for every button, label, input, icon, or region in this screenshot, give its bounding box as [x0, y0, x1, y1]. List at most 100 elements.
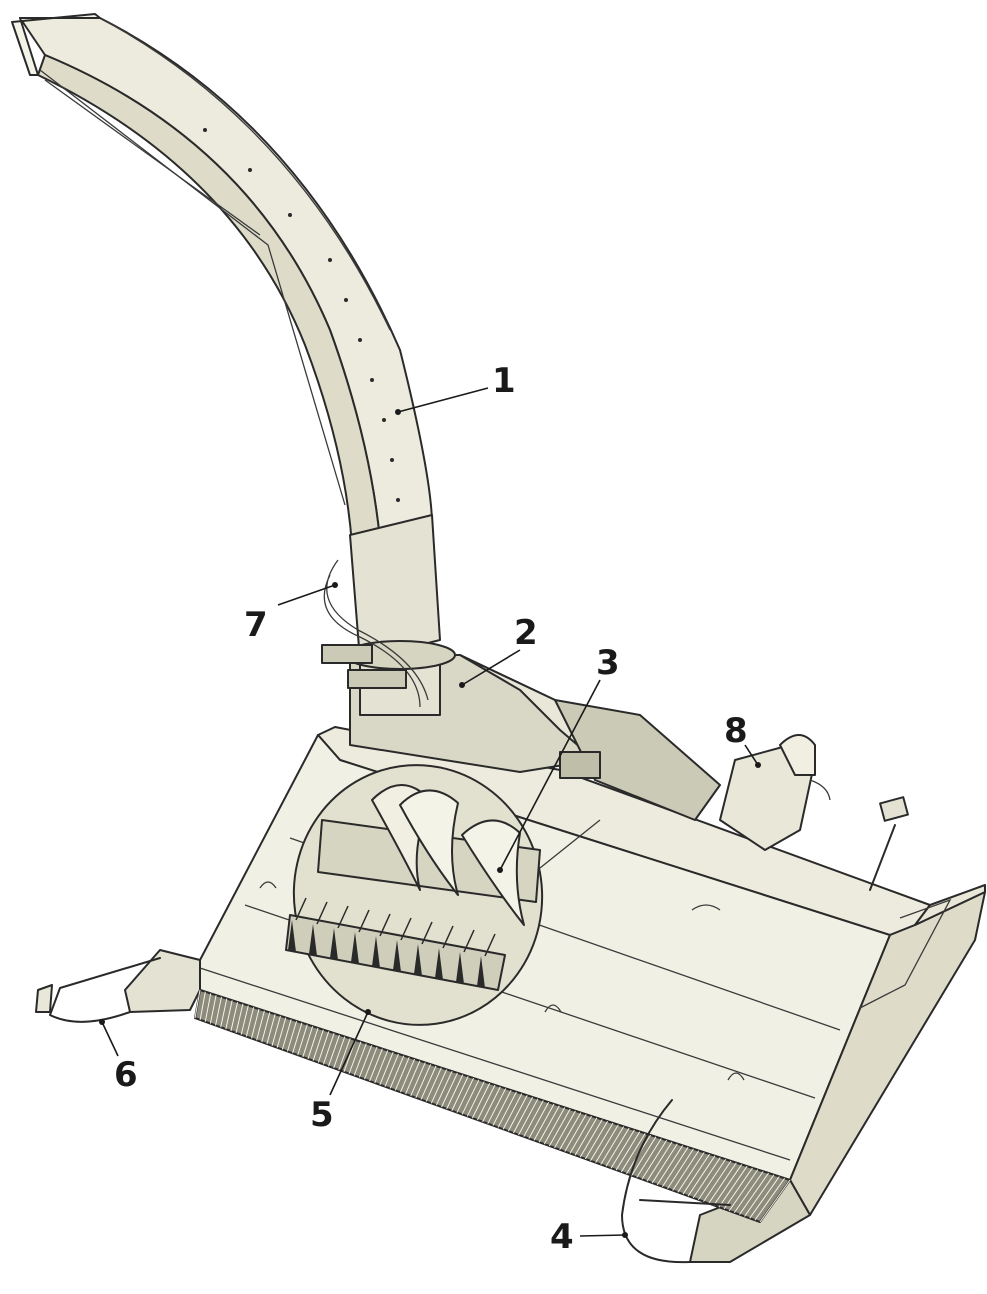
- rivet: [288, 213, 292, 217]
- comb-tooth: [620, 1133, 646, 1173]
- rotor-knife: [477, 956, 485, 988]
- comb-tooth: [590, 1122, 614, 1162]
- callout-6: 6: [114, 1055, 138, 1095]
- comb-tooth: [656, 1145, 684, 1186]
- cutaway-view: [285, 764, 544, 1026]
- comb-tooth: [446, 1074, 464, 1110]
- comb-tooth: [430, 1069, 448, 1104]
- comb-tooth: [492, 1089, 512, 1126]
- comb-tooth: [410, 1062, 426, 1097]
- comb-tooth: [477, 1084, 496, 1121]
- rotor-knife: [309, 924, 317, 956]
- comb-tooth: [728, 1169, 759, 1212]
- comb-tooth: [456, 1077, 474, 1113]
- comb-tooth: [579, 1119, 603, 1158]
- rivet: [248, 168, 252, 172]
- rotor-knife-blade: [295, 897, 307, 921]
- comb-tooth: [759, 1179, 791, 1223]
- comb-tooth: [538, 1105, 560, 1143]
- comb-tooth: [297, 1024, 308, 1056]
- comb-tooth: [225, 1000, 233, 1030]
- comb-tooth: [631, 1136, 657, 1176]
- comb-tooth: [399, 1058, 416, 1093]
- comb-tooth: [646, 1141, 673, 1182]
- comb-tooth: [682, 1153, 710, 1195]
- comb-tooth: [600, 1126, 625, 1165]
- rotor-knife: [372, 936, 380, 968]
- comb-tooth: [261, 1012, 271, 1043]
- rotor-knife-blade: [358, 909, 370, 933]
- comb-tooth: [482, 1086, 501, 1123]
- comb-tooth: [754, 1177, 786, 1221]
- rivet: [344, 298, 348, 302]
- comb-tooth: [615, 1131, 641, 1171]
- callout-3: 3: [596, 643, 620, 683]
- comb-tooth: [703, 1160, 732, 1202]
- callout-7: 7: [244, 605, 268, 645]
- rotor-knife: [414, 944, 422, 976]
- rotor-knives: [288, 897, 496, 988]
- comb-tooth: [502, 1093, 523, 1130]
- comb-tooth: [559, 1112, 582, 1150]
- comb-tooth: [610, 1129, 635, 1169]
- comb-tooth: [718, 1165, 748, 1208]
- comb-tooth: [194, 989, 201, 1019]
- comb-tooth: [466, 1081, 485, 1117]
- comb-tooth: [240, 1005, 249, 1035]
- comb-tooth: [425, 1067, 442, 1102]
- comb-tooth: [554, 1110, 576, 1149]
- comb-tooth: [461, 1079, 480, 1115]
- knife-comb-lines: [194, 989, 791, 1223]
- comb-tooth: [677, 1152, 705, 1193]
- comb-tooth: [328, 1034, 340, 1067]
- comb-tooth: [215, 996, 222, 1026]
- discharge-base: [349, 654, 721, 821]
- rotor-knife: [456, 952, 464, 984]
- comb-tooth: [292, 1022, 303, 1054]
- rotor-knife-blade: [463, 929, 475, 953]
- comb-tooth: [692, 1157, 721, 1199]
- comb-tooth: [574, 1117, 598, 1156]
- lift-handles: [35, 796, 909, 1264]
- comb-tooth: [384, 1053, 399, 1087]
- comb-tooth: [518, 1098, 539, 1136]
- comb-tooth: [379, 1051, 394, 1085]
- comb-tooth: [523, 1100, 544, 1137]
- comb-tooth: [451, 1076, 469, 1111]
- comb-tooth: [487, 1088, 507, 1124]
- comb-tooth: [513, 1096, 533, 1134]
- comb-tooth: [394, 1057, 410, 1091]
- comb-tooth: [302, 1026, 314, 1058]
- comb-tooth: [230, 1001, 239, 1032]
- comb-tooth: [220, 998, 228, 1028]
- comb-tooth: [405, 1060, 421, 1095]
- callout-2: 2: [514, 613, 538, 653]
- rotor-knife-blade: [484, 933, 496, 957]
- comb-tooth: [435, 1070, 453, 1106]
- comb-tooth: [672, 1150, 700, 1191]
- comb-tooth: [199, 991, 206, 1020]
- comb-tooth: [389, 1055, 405, 1089]
- comb-tooth: [713, 1164, 743, 1206]
- comb-tooth: [317, 1031, 330, 1063]
- comb-tooth: [286, 1020, 298, 1052]
- comb-tooth: [343, 1039, 357, 1072]
- comb-tooth: [533, 1103, 555, 1141]
- comb-tooth: [307, 1027, 319, 1059]
- spout-rivets: [203, 128, 400, 502]
- rivet: [390, 458, 394, 462]
- comb-tooth: [266, 1014, 276, 1045]
- rotor-knife: [351, 932, 359, 964]
- comb-tooth: [564, 1114, 587, 1152]
- callout-8: 8: [724, 711, 748, 751]
- comb-tooth: [749, 1176, 780, 1219]
- comb-tooth: [204, 993, 212, 1022]
- rotor-knife: [435, 948, 443, 980]
- comb-tooth: [271, 1015, 281, 1046]
- comb-tooth: [420, 1065, 437, 1100]
- comb-tooth: [548, 1108, 571, 1147]
- comb-tooth: [441, 1072, 458, 1108]
- comb-tooth: [723, 1167, 753, 1210]
- callout-4: 4: [550, 1217, 574, 1257]
- comb-tooth: [636, 1138, 662, 1178]
